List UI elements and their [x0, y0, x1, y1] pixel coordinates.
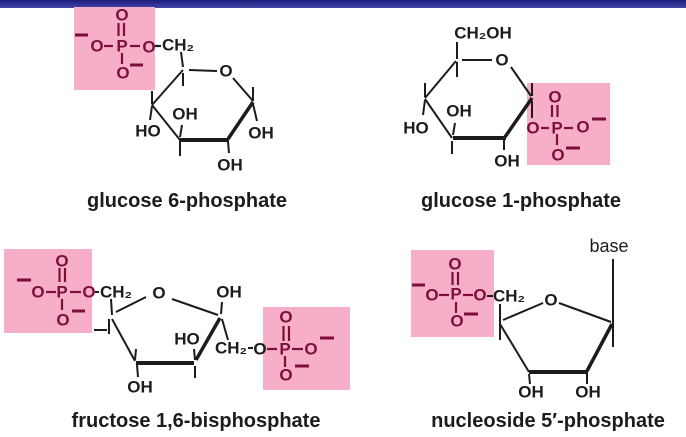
bond	[528, 373, 531, 385]
atom-label: O	[526, 119, 539, 138]
atom-label: CH₂	[162, 36, 194, 55]
bond	[422, 99, 426, 116]
atom-label: CH₂	[215, 339, 247, 358]
bond	[227, 141, 230, 154]
atom-label: CH₂OH	[454, 24, 512, 43]
atom-label: HO	[174, 330, 200, 349]
atom-label: O	[82, 283, 95, 302]
phosphate-highlight-box	[74, 7, 155, 90]
phosphate-highlight-box	[411, 250, 494, 337]
top-accent-bar	[0, 0, 686, 8]
atom-label: OH	[575, 383, 601, 402]
bond	[151, 69, 184, 106]
atom-label: O	[304, 340, 317, 359]
atom-label: O	[253, 340, 266, 359]
atom-label: O	[576, 118, 589, 137]
bond	[503, 97, 534, 138]
atom-label: O	[425, 286, 438, 305]
atom-label: CH₂	[493, 287, 525, 306]
atom-label: O	[31, 283, 44, 302]
atom-label: P	[551, 119, 562, 138]
atom-label: O	[551, 146, 564, 165]
bond	[252, 103, 258, 122]
atom-label: OH	[248, 124, 274, 143]
atom-label: O	[450, 312, 463, 331]
atom-label: P	[56, 283, 67, 302]
atom-label: OH	[518, 383, 544, 402]
bond	[171, 298, 219, 316]
bond	[558, 302, 612, 323]
bond	[134, 348, 137, 361]
atom-label: P	[116, 37, 127, 56]
atom-label: O	[473, 286, 486, 305]
bond	[510, 66, 532, 97]
structure-caption: glucose 1-phosphate	[421, 190, 621, 212]
bond	[136, 364, 139, 378]
atom-label: O	[279, 366, 292, 385]
atom-label: O	[55, 252, 68, 271]
atom-label: P	[450, 285, 461, 304]
atom-label: O	[90, 37, 103, 56]
atom-label: OH	[127, 378, 153, 397]
bond	[115, 296, 147, 313]
bond	[226, 101, 255, 140]
atom-label: O	[116, 64, 129, 83]
atom-label: OH	[216, 283, 242, 302]
bond	[232, 77, 254, 102]
structure-caption: fructose 1,6-bisphosphate	[72, 410, 321, 432]
bond	[188, 69, 218, 72]
bond	[452, 122, 456, 136]
structure-caption: glucose 6-phosphate	[87, 190, 287, 212]
bond	[221, 318, 229, 341]
bond	[424, 98, 453, 139]
atom-label: HO	[403, 119, 429, 138]
atom-label: base	[589, 236, 628, 256]
bond	[179, 124, 183, 138]
phosphate-highlight-box	[527, 83, 610, 165]
atom-label: OH	[172, 105, 198, 124]
bond	[502, 302, 544, 321]
bond	[193, 348, 196, 361]
bond	[149, 105, 153, 121]
bond	[499, 323, 530, 373]
structure-caption: nucleoside 5′-phosphate	[431, 410, 665, 432]
atom-label: O	[448, 255, 461, 274]
bond	[424, 60, 457, 99]
bond	[111, 318, 136, 362]
atom-label: OH	[217, 156, 243, 175]
atom-label: HO	[135, 122, 161, 141]
atom-label: O	[548, 88, 561, 107]
atom-label: O	[219, 62, 232, 81]
bond	[194, 317, 222, 361]
atom-label: O	[152, 284, 165, 303]
atom-label: O	[495, 51, 508, 70]
atom-label: O	[544, 291, 557, 310]
bond	[585, 323, 614, 372]
atom-label: P	[279, 340, 290, 359]
atom-label: O	[142, 38, 155, 57]
bond	[180, 51, 184, 68]
bond	[151, 104, 181, 141]
atom-label: O	[56, 311, 69, 330]
atom-label: O	[115, 6, 128, 25]
atom-label: O	[279, 308, 292, 327]
phosphate-highlight-box	[263, 307, 350, 390]
atom-label: OH	[446, 102, 472, 121]
atom-label: CH₂	[100, 283, 132, 302]
atom-label: OH	[494, 152, 520, 171]
bond	[110, 298, 113, 316]
bond	[220, 301, 223, 315]
